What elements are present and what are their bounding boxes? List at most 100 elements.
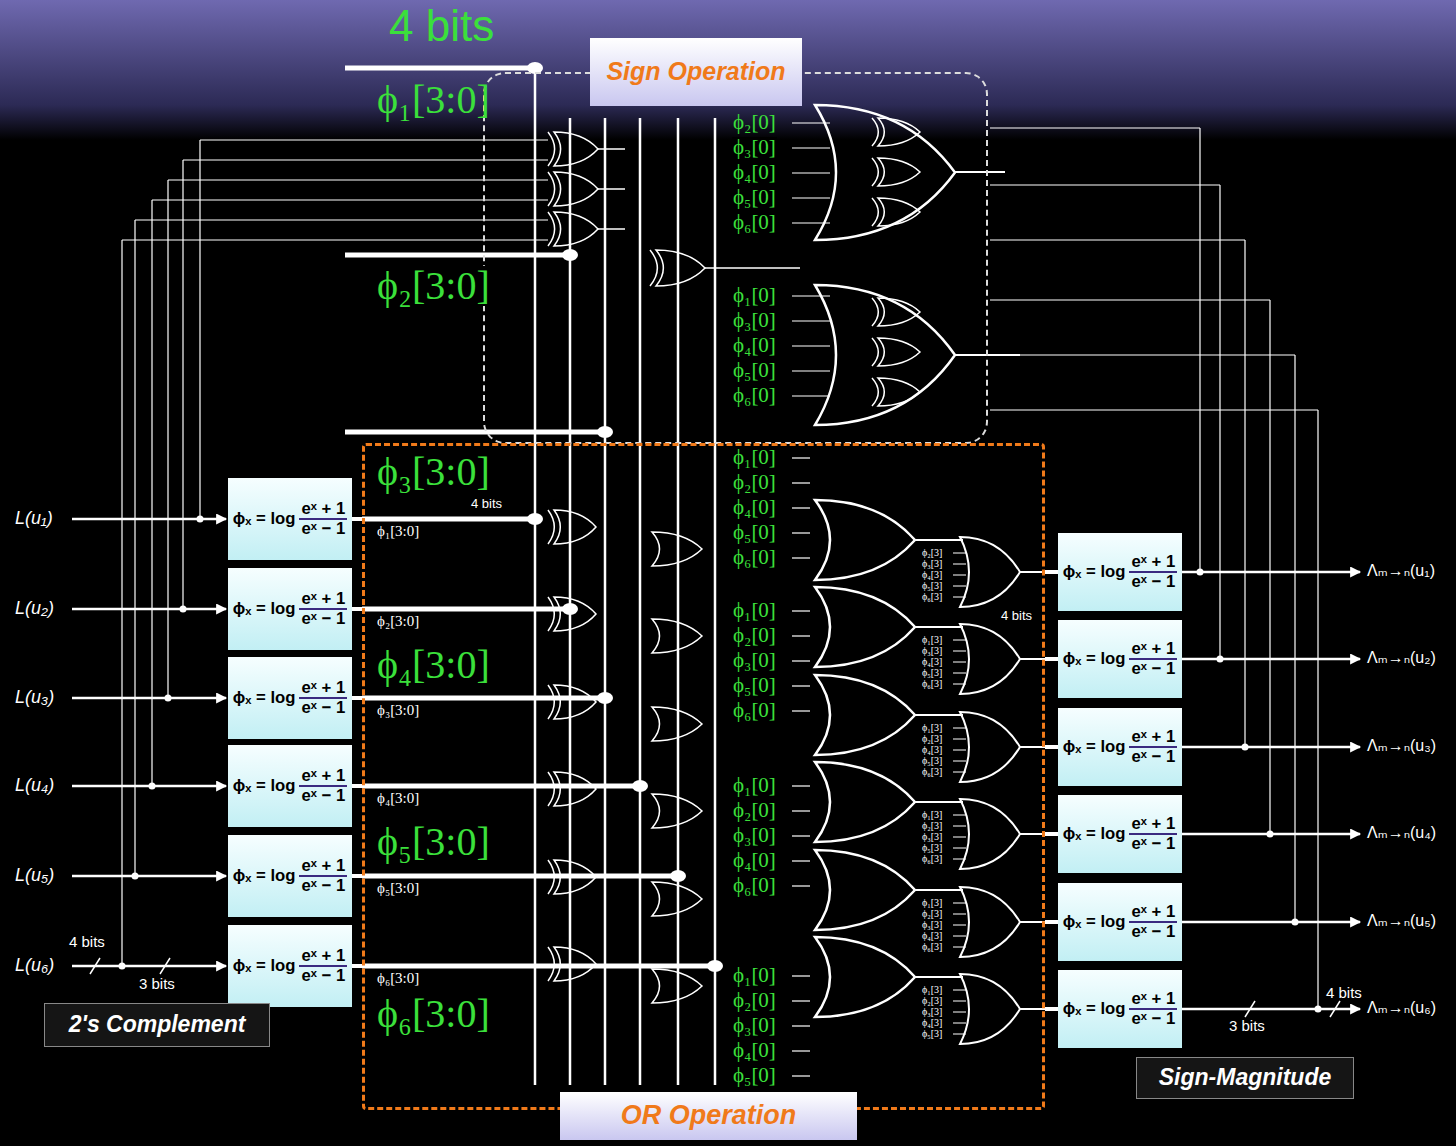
xor-gate: [872, 338, 878, 366]
fraction-numerator: eˣ + 1: [299, 857, 347, 877]
xor-gate: [548, 132, 555, 166]
gate-input-wire: [792, 785, 810, 786]
region-title: OR Operation: [560, 1092, 857, 1140]
formula-text: ϕₓ = log: [1063, 913, 1126, 931]
bit-line: [569, 118, 572, 1085]
gate-input-wire: [953, 1023, 966, 1024]
xor-gate: [554, 772, 596, 806]
bus-label: ϕ₅[3:0]: [376, 822, 491, 862]
gate-input-wire: [792, 507, 810, 508]
format-tag-text: Sign-Magnitude: [1159, 1065, 1331, 1090]
or-gate: [652, 707, 702, 741]
gate-input-wire: [792, 810, 810, 811]
gate-input-wire: [792, 557, 810, 558]
fraction: eˣ + 1eˣ − 1: [299, 590, 347, 629]
input-wire: [72, 697, 226, 700]
xor-gate: [554, 597, 596, 631]
formula: ϕₓ = logeˣ + 1eˣ − 1: [233, 767, 347, 806]
sign-bit-label: ϕ₄[0]: [732, 497, 777, 518]
or-gate: [652, 969, 702, 1003]
output-wire: [1182, 921, 1360, 924]
gate-input-wire: [953, 848, 966, 849]
gate-input-wire: [792, 610, 810, 611]
fraction: eˣ + 1eˣ − 1: [299, 767, 347, 806]
fraction: eˣ + 1eˣ − 1: [299, 947, 347, 986]
gate-input-wire: [953, 1012, 966, 1013]
gate-input-wire: [953, 750, 966, 751]
bus-label: ϕ₂[3:0]: [376, 266, 491, 306]
wire: [915, 539, 963, 541]
gate-input-label: ϕ₅[3]: [921, 843, 943, 853]
gate-input-label: ϕ₂[3]: [921, 821, 943, 831]
sign-bit-label: ϕ₆[0]: [732, 385, 777, 406]
region-title-text: OR Operation: [621, 1101, 797, 1131]
format-tag-text: 2's Complement: [69, 1012, 246, 1037]
sign-wire: [134, 220, 135, 876]
bus-connector: [352, 874, 362, 878]
fraction: eˣ + 1eˣ − 1: [1129, 640, 1177, 679]
junction-dot: [707, 960, 723, 972]
gate-input-wire: [953, 673, 966, 674]
formula-text: ϕₓ = log: [233, 867, 296, 885]
gate-input-label: ϕ₆[3]: [921, 679, 943, 689]
wire: [915, 976, 963, 978]
sign-bit-label: ϕ₆[0]: [732, 875, 777, 896]
sign-bit-label: ϕ₂[0]: [732, 112, 777, 133]
phi-function-box: ϕₓ = logeˣ + 1eˣ − 1: [1058, 883, 1182, 961]
gate-input-label: ϕ₄[3]: [921, 931, 943, 941]
sign-bit-label: ϕ₂[0]: [732, 472, 777, 493]
gate-input-wire: [953, 1001, 966, 1002]
sign-wire: [183, 159, 548, 160]
formula: ϕₓ = logeˣ + 1eˣ − 1: [233, 947, 347, 986]
sign-bit-label: ϕ₆[0]: [732, 212, 777, 233]
gate-input-wire: [953, 826, 966, 827]
junction-dot: [1315, 1006, 1322, 1013]
sign-bit-label: ϕ₅[0]: [732, 360, 777, 381]
input-signal-label: L(u₅): [14, 866, 55, 884]
xor-gate: [548, 947, 554, 981]
gate-input-wire: [792, 1000, 810, 1001]
gate-input-wire: [953, 586, 966, 587]
gate-input-wire: [792, 320, 830, 321]
bit-width-label: 4 bits: [1325, 985, 1363, 1000]
sign-bit-label: ϕ₄[0]: [732, 1040, 777, 1061]
fraction: eˣ + 1eˣ − 1: [1129, 815, 1177, 854]
wire: [915, 801, 963, 803]
xor-gate: [878, 118, 920, 146]
wire: [1020, 921, 1045, 923]
sign-wire: [152, 199, 548, 200]
gate-input-wire: [792, 685, 810, 686]
bus-label: ϕ₄[3:0]: [376, 791, 420, 806]
gate-input-label: ϕ₂[3]: [921, 909, 943, 919]
output-wire: [1182, 571, 1360, 574]
junction-dot: [632, 780, 648, 792]
fraction: eˣ + 1eˣ − 1: [299, 500, 347, 539]
sign-bit-label: ϕ₁[0]: [732, 447, 777, 468]
bus-label: ϕ₁[3:0]: [376, 524, 420, 539]
xor-gate: [554, 212, 598, 246]
formula-text: ϕₓ = log: [1063, 738, 1126, 756]
gate-input-label: ϕ₄[3]: [921, 1018, 943, 1028]
phi-function-box: ϕₓ = logeˣ + 1eˣ − 1: [228, 478, 352, 560]
sign-bit-label: ϕ₅[0]: [732, 1065, 777, 1086]
fraction-denominator: eˣ − 1: [1129, 923, 1177, 941]
formula-text: ϕₓ = log: [233, 957, 296, 975]
formula-text: ϕₓ = log: [233, 510, 296, 528]
sign-result-wire: [990, 354, 1295, 355]
fraction-numerator: eˣ + 1: [1129, 815, 1177, 835]
junction-dot: [1217, 656, 1224, 663]
sign-wire: [151, 200, 152, 786]
bus-connector: [352, 964, 362, 968]
formula: ϕₓ = logeˣ + 1eˣ − 1: [1063, 640, 1177, 679]
fraction-numerator: eˣ + 1: [299, 767, 347, 787]
gate-input-wire: [792, 457, 810, 458]
or-gate: [815, 762, 915, 842]
wire: [598, 188, 625, 190]
bit-line: [639, 118, 642, 1085]
or-gate: [652, 619, 702, 653]
xor-gate: [878, 338, 920, 366]
gate-input-wire: [792, 635, 810, 636]
gate-input-wire: [953, 1034, 966, 1035]
bus-wire: [345, 430, 605, 435]
